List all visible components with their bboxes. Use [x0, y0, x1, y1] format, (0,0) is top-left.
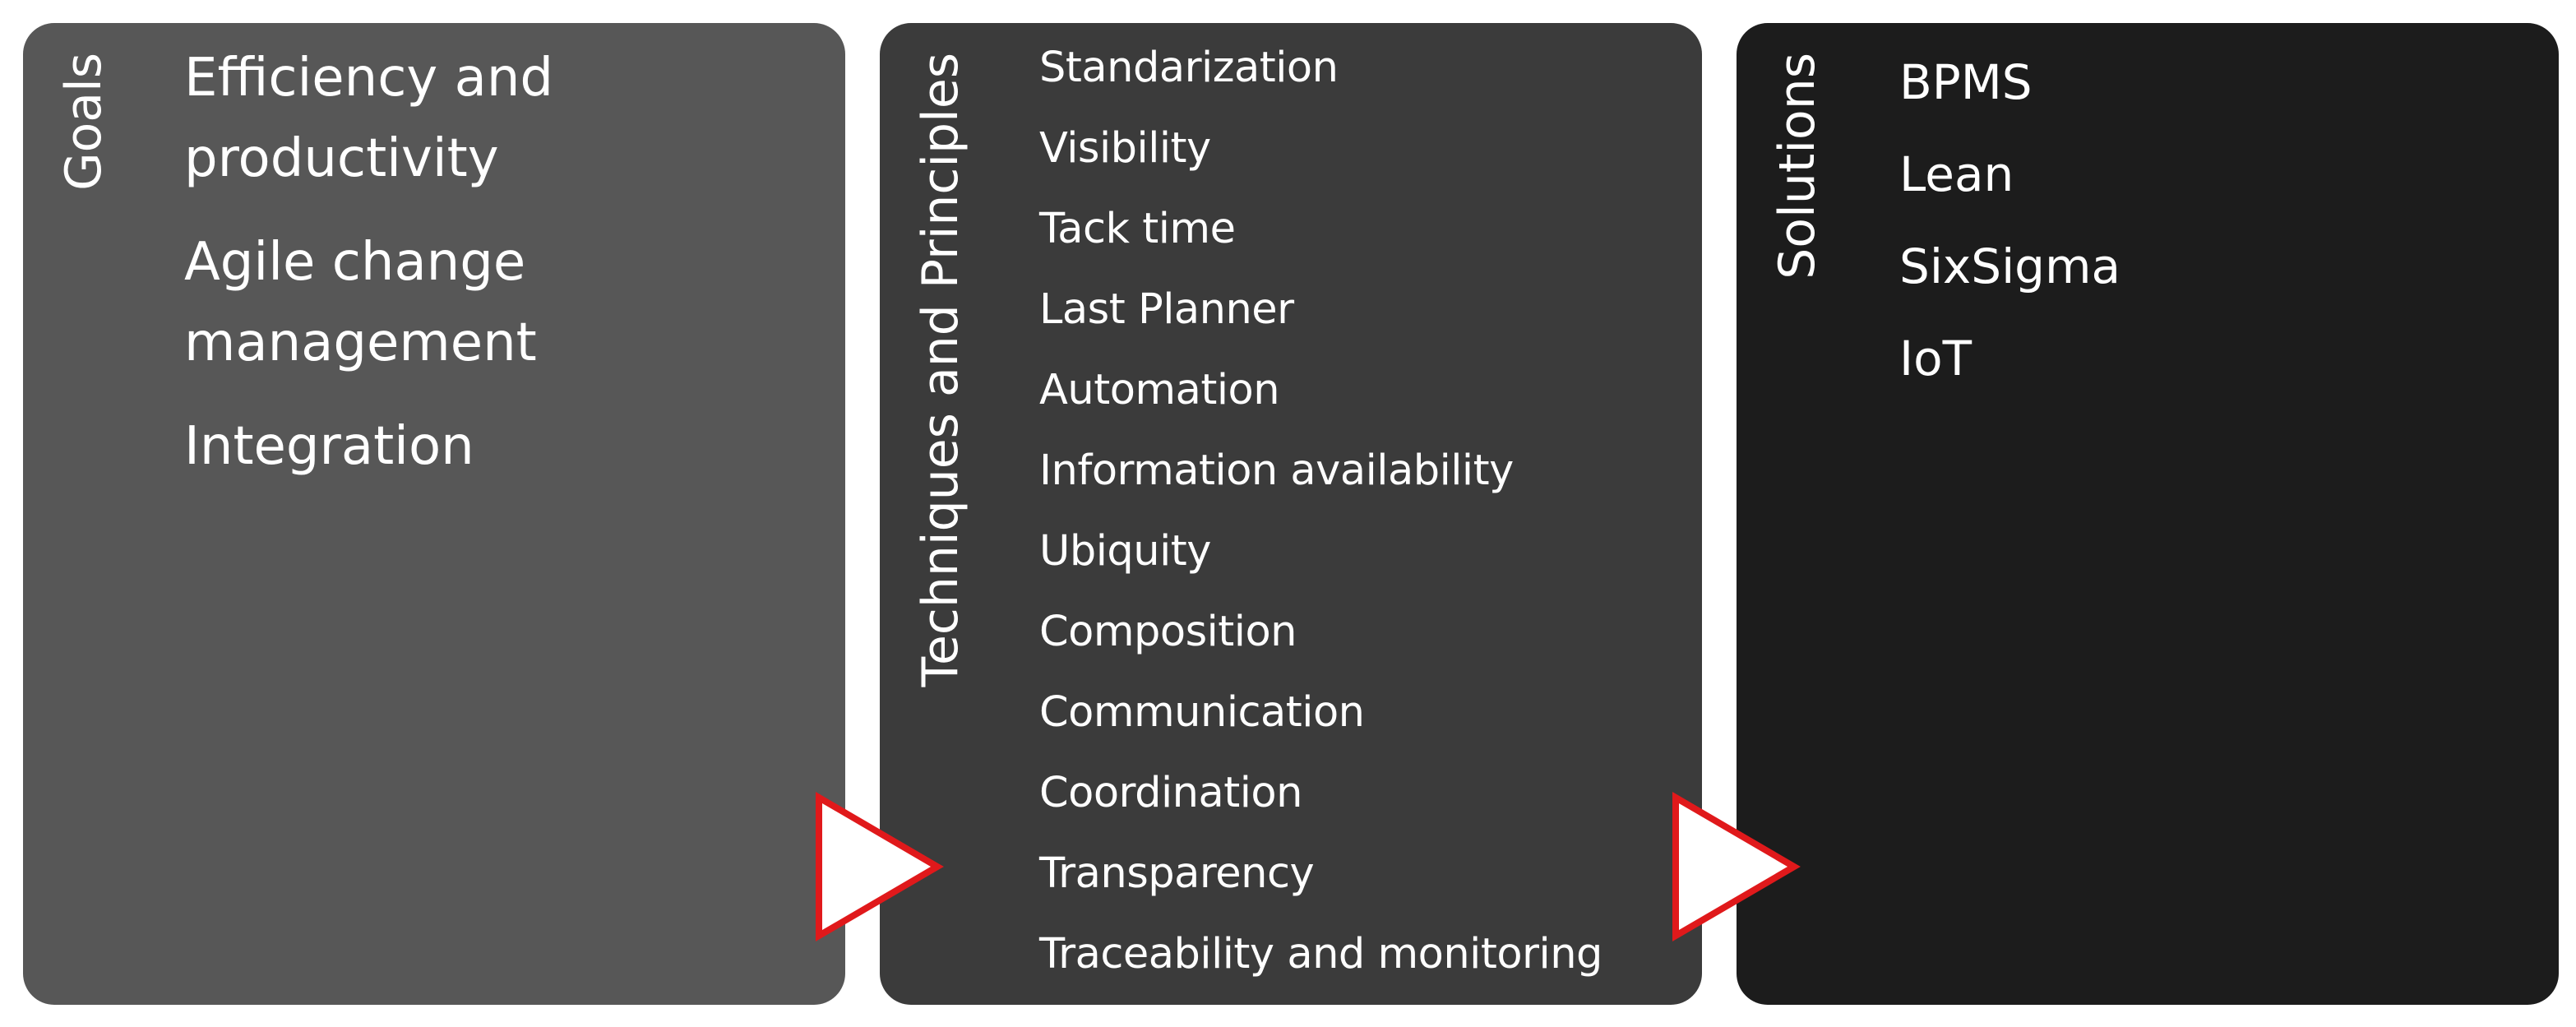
solutions-panel: Solutions BPMS Lean SixSigma IoT — [1737, 23, 2559, 1005]
solution-item: BPMS — [1899, 54, 2033, 110]
techniques-panel: Techniques and Principles Standarization… — [880, 23, 1702, 1005]
goal-item: Agile change management — [184, 232, 537, 373]
technique-item: Standarization — [1039, 44, 1339, 92]
technique-item: Traceability and monitoring — [1039, 930, 1602, 978]
technique-item: Ubiquity — [1039, 527, 1211, 576]
technique-item: Last Planner — [1039, 285, 1294, 334]
goal-item: Efficiency and productivity — [184, 48, 554, 189]
techniques-list: Standarization Visibility Tack time Last… — [1039, 28, 1697, 995]
solution-item: IoT — [1899, 331, 1972, 386]
technique-item: Tack time — [1039, 205, 1236, 253]
right-arrow-icon — [1672, 792, 1801, 941]
goals-panel: Goals Efficiency and productivity Agile … — [23, 23, 845, 1005]
technique-item: Visibility — [1039, 124, 1211, 173]
technique-item: Coordination — [1039, 769, 1302, 817]
right-arrow-icon — [816, 792, 944, 941]
goal-item: Integration — [184, 416, 474, 477]
technique-item: Information availability — [1039, 446, 1514, 495]
solutions-list: BPMS Lean SixSigma IoT — [1899, 36, 2524, 405]
technique-item: Automation — [1039, 366, 1280, 414]
technique-item: Communication — [1039, 688, 1365, 737]
goals-label: Goals — [55, 53, 113, 191]
solutions-label: Solutions — [1769, 53, 1826, 280]
technique-item: Transparency — [1039, 849, 1315, 898]
goals-list: Efficiency and productivity Agile change… — [184, 38, 809, 510]
techniques-label: Techniques and Principles — [912, 53, 969, 687]
solution-item: Lean — [1899, 146, 2014, 202]
technique-item: Composition — [1039, 608, 1297, 656]
solution-item: SixSigma — [1899, 238, 2121, 294]
